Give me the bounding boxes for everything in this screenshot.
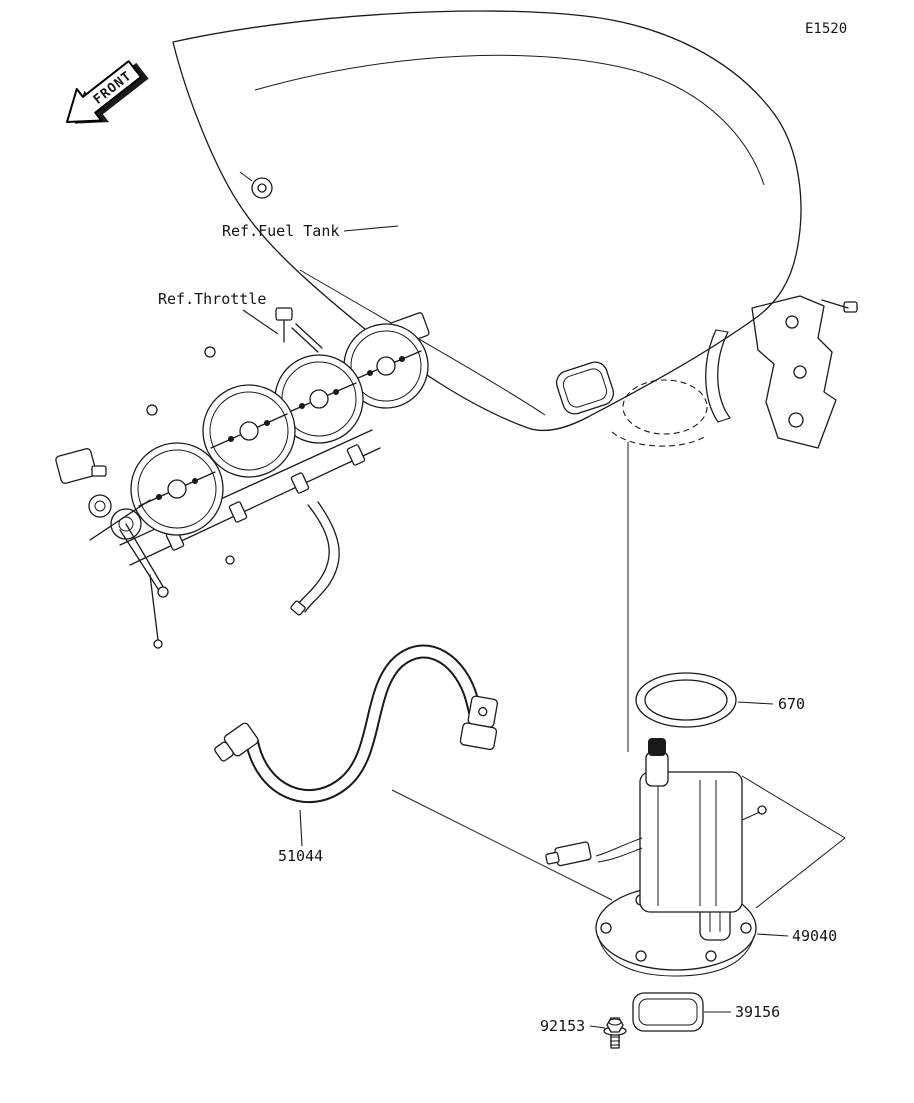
part-label-39156: 39156 — [735, 1003, 780, 1021]
part-label-51044: 51044 — [278, 847, 323, 865]
projection-lines — [391, 775, 846, 909]
bolt-drawing — [603, 1017, 627, 1049]
throttle-body-drawing — [55, 307, 430, 649]
page-code: E1520 — [805, 21, 847, 37]
fuel-pump-drawing — [545, 738, 767, 977]
damper-drawing — [632, 992, 704, 1032]
fuel-hose-drawing — [214, 644, 499, 804]
ref-fuel-tank-label: Ref.Fuel Tank — [222, 222, 339, 240]
o-ring-drawing — [635, 672, 737, 728]
part-label-92153: 92153 — [540, 1017, 585, 1035]
part-label-670: 670 — [778, 695, 805, 713]
leader-lines — [242, 225, 789, 1029]
front-arrow-icon: FRONT — [66, 60, 149, 124]
part-label-49040: 49040 — [792, 927, 837, 945]
fuel-tank-drawing — [172, 10, 858, 449]
ref-throttle-label: Ref.Throttle — [158, 290, 266, 308]
